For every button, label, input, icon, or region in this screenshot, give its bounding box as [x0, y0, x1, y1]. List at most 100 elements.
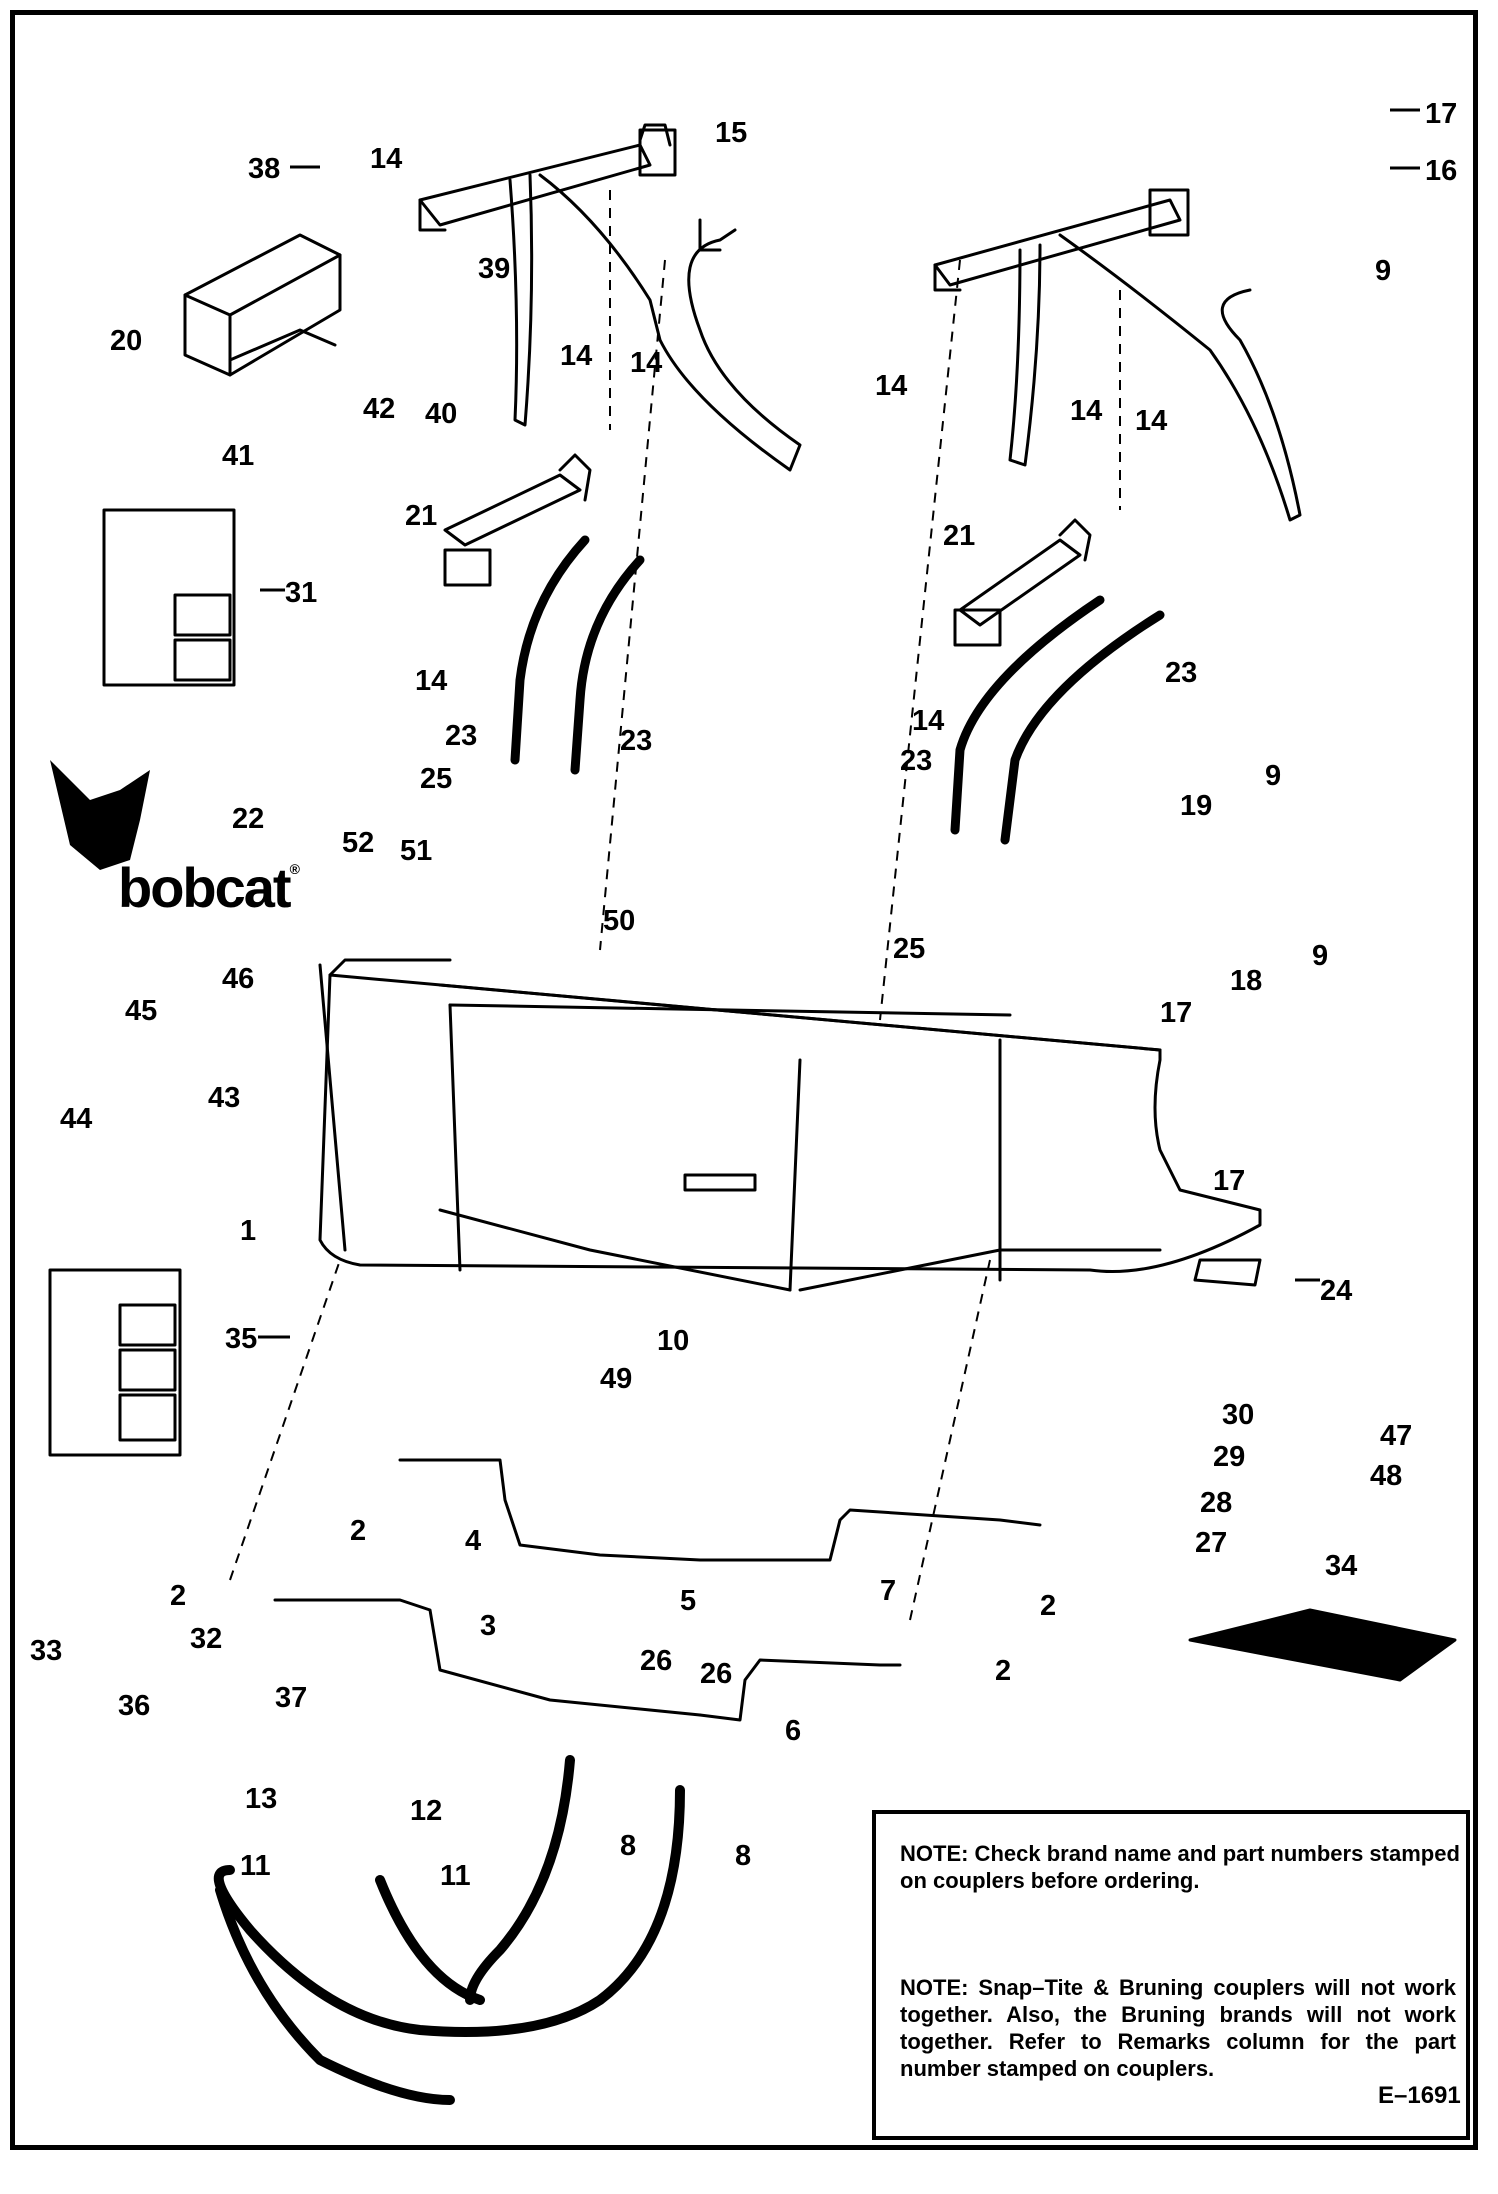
callout-6: 6	[785, 1715, 801, 1747]
callout-43: 43	[208, 1082, 240, 1114]
callout-17a: 17	[1425, 98, 1457, 130]
sheet-border	[10, 10, 1478, 2150]
callout-19: 19	[1180, 790, 1212, 822]
callout-45: 45	[125, 995, 157, 1027]
callout-11b: 11	[440, 1860, 471, 1892]
callout-47: 47	[1380, 1420, 1412, 1452]
callout-3: 3	[480, 1610, 496, 1642]
callout-38: 38	[248, 153, 280, 185]
callout-12: 12	[410, 1795, 442, 1827]
leader-lines	[258, 108, 1420, 1339]
callout-1: 1	[240, 1215, 256, 1247]
callout-2c: 2	[1040, 1590, 1056, 1622]
callout-22: 22	[232, 803, 264, 835]
callout-31: 31	[285, 577, 317, 609]
callout-8b: 8	[735, 1840, 751, 1872]
note-check-brand: NOTE: Check brand name and part numbers …	[900, 1841, 1460, 1893]
right-grapple	[933, 188, 1302, 522]
left-cylinder	[443, 453, 592, 587]
note-coupler-compatibility: NOTE: Snap–Tite & Bruning couplers will …	[900, 1975, 1456, 2081]
callout-14g: 14	[1070, 395, 1102, 427]
callout-2a: 2	[350, 1515, 366, 1547]
callout-21a: 21	[405, 500, 437, 532]
callout-44: 44	[60, 1103, 92, 1135]
right-cylinder	[953, 518, 1092, 647]
callout-4: 4	[465, 1525, 481, 1557]
callout-16: 16	[1425, 155, 1457, 187]
registered-mark: ®	[289, 861, 300, 877]
steel-tubes	[273, 1458, 1042, 1722]
callout-34: 34	[1325, 1550, 1357, 1582]
callout-41: 41	[222, 440, 254, 472]
decal-34	[1188, 1608, 1457, 1682]
callout-32: 32	[190, 1623, 222, 1655]
callout-9c: 9	[1312, 940, 1328, 972]
callout-9a: 9	[1375, 255, 1391, 287]
dashed-assembly-lines	[229, 190, 1121, 1621]
callout-15: 15	[715, 117, 747, 149]
hydraulic-hoses-upper	[510, 535, 1165, 845]
left-grapple	[418, 123, 802, 472]
coupler-notes-box: NOTE: Check brand name and part numbers …	[872, 1810, 1470, 2140]
bucket	[318, 958, 1262, 1292]
bobcat-head-logo	[50, 760, 150, 870]
callout-18: 18	[1230, 965, 1262, 997]
callout-49: 49	[600, 1363, 632, 1395]
callout-30: 30	[1222, 1399, 1254, 1431]
callout-35: 35	[225, 1323, 257, 1355]
callout-14c: 14	[560, 340, 592, 372]
callout-21b: 21	[943, 520, 975, 552]
callout-labels: 1 2 2 2 2 3 4 5 6 7 8 8 9 9 9 10 11 11 1…	[30, 98, 1457, 1892]
callout-39: 39	[478, 253, 510, 285]
decal-35	[48, 1268, 182, 1457]
guard-plate	[183, 233, 342, 377]
callout-5: 5	[680, 1585, 696, 1617]
callout-28: 28	[1200, 1487, 1232, 1519]
callout-7: 7	[880, 1575, 896, 1607]
callout-2b: 2	[170, 1580, 186, 1612]
callout-23b: 23	[620, 725, 652, 757]
callout-9b: 9	[1265, 760, 1281, 792]
callout-25a: 25	[420, 763, 452, 795]
callout-23a: 23	[445, 720, 477, 752]
callout-48: 48	[1370, 1460, 1402, 1492]
callout-14a: 14	[370, 143, 402, 175]
callout-46: 46	[222, 963, 254, 995]
callout-8a: 8	[620, 1830, 636, 1862]
callout-20: 20	[110, 325, 142, 357]
callout-42: 42	[363, 393, 395, 425]
callout-11a: 11	[240, 1850, 271, 1882]
callout-10: 10	[657, 1325, 689, 1357]
callout-17b: 17	[1160, 997, 1192, 1029]
callout-13: 13	[245, 1783, 277, 1815]
callout-14f: 14	[1135, 405, 1167, 437]
callout-26b: 26	[700, 1658, 732, 1690]
callout-2d: 2	[995, 1655, 1011, 1687]
callout-40: 40	[425, 398, 457, 430]
callout-27: 27	[1195, 1527, 1227, 1559]
callout-23d: 23	[900, 745, 932, 777]
callout-25b: 25	[893, 933, 925, 965]
drawing-number: E–1691	[1378, 2082, 1461, 2109]
callout-17c: 17	[1213, 1165, 1245, 1197]
hydraulic-hoses-lower	[213, 1755, 685, 2105]
callout-26a: 26	[640, 1645, 672, 1677]
decal-31	[102, 508, 236, 687]
bobcat-wordmark: bobcat®	[118, 855, 300, 920]
callout-50: 50	[603, 905, 635, 937]
callout-23c: 23	[1165, 657, 1197, 689]
bobcat-wordmark-text: bobcat	[118, 856, 292, 919]
callout-24: 24	[1320, 1275, 1352, 1307]
callout-14d: 14	[415, 665, 447, 697]
callout-14h: 14	[912, 705, 944, 737]
callout-37: 37	[275, 1682, 307, 1714]
callout-29: 29	[1213, 1441, 1245, 1473]
callout-33: 33	[30, 1635, 62, 1667]
callout-14b: 14	[630, 347, 662, 379]
callout-14e: 14	[875, 370, 907, 402]
callout-52: 52	[342, 827, 374, 859]
callout-36: 36	[118, 1690, 150, 1722]
callout-51: 51	[400, 835, 432, 867]
